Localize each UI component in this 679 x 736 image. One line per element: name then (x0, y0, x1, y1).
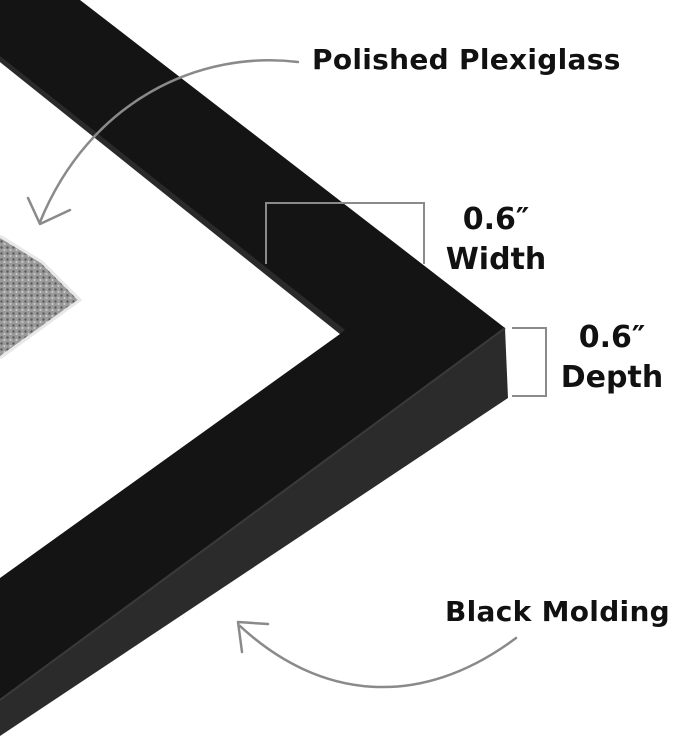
width-value: 0.6″ (462, 202, 530, 237)
frame-edge-highlight (0, 327, 506, 701)
frame-front-face (0, 0, 505, 700)
width-bracket-icon (265, 202, 425, 264)
curved-arrow-down-left-icon (26, 59, 300, 226)
plexiglass-label: Polished Plexiglass (312, 43, 621, 76)
width-annotation: 0.6″ Width (440, 200, 552, 280)
depth-bracket-icon (512, 327, 547, 397)
framed-photo (0, 238, 78, 356)
width-label: Width (445, 242, 547, 277)
molding-label: Black Molding (445, 595, 671, 628)
depth-label: Depth (560, 360, 664, 395)
depth-annotation: 0.6″ Depth (556, 318, 668, 398)
depth-value: 0.6″ (578, 320, 646, 355)
frame-inner-lip (0, 56, 345, 334)
curved-arrow-up-left-icon (236, 620, 518, 689)
photo-border (0, 234, 83, 360)
frame-side-face (0, 328, 508, 736)
